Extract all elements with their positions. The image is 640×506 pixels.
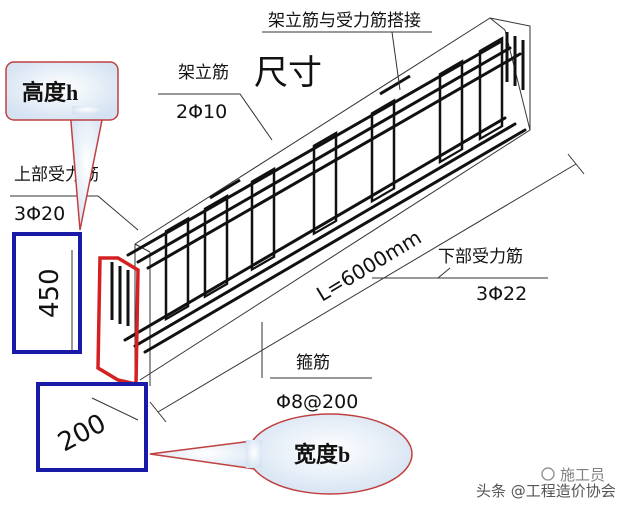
label-lap-splice: 架立筋与受力筋搭接: [268, 11, 421, 31]
watermark-source: 头条 @工程造价协会: [476, 482, 616, 500]
watermark-account: 施工员: [560, 466, 605, 484]
height-dimension-box: [12, 232, 82, 354]
label-stirrup-spec: Φ8@200: [276, 391, 358, 413]
label-erection-bar-spec: 2Φ10: [176, 101, 227, 123]
label-top-bar-spec: 3Φ20: [14, 203, 65, 225]
wechat-icon: [541, 467, 555, 481]
label-length: L=6000mm: [312, 225, 425, 306]
diagram-title: 尺寸: [254, 53, 322, 93]
width-callout-text: 宽度b: [294, 442, 350, 467]
width-value: 200: [53, 408, 111, 458]
label-erection-bar: 架立筋: [178, 63, 229, 83]
width-callout: 宽度b: [149, 413, 413, 495]
height-value: 450: [35, 268, 65, 318]
leader-lines: [10, 31, 585, 423]
label-bottom-bar-spec: 3Φ22: [476, 283, 527, 305]
stirrups: [164, 36, 504, 322]
lap-splice-bars: [209, 74, 411, 200]
end-hooks: [110, 32, 525, 326]
height-callout: 高度h: [5, 61, 119, 231]
height-callout-text: 高度h: [22, 80, 78, 105]
label-bottom-bar: 下部受力筋: [438, 247, 523, 267]
width-dimension-box: [36, 382, 148, 472]
watermark: 头条 @工程造价协会 施工员: [476, 466, 616, 500]
cross-section-outline: [96, 256, 140, 387]
label-stirrup: 箍筋: [296, 353, 330, 373]
